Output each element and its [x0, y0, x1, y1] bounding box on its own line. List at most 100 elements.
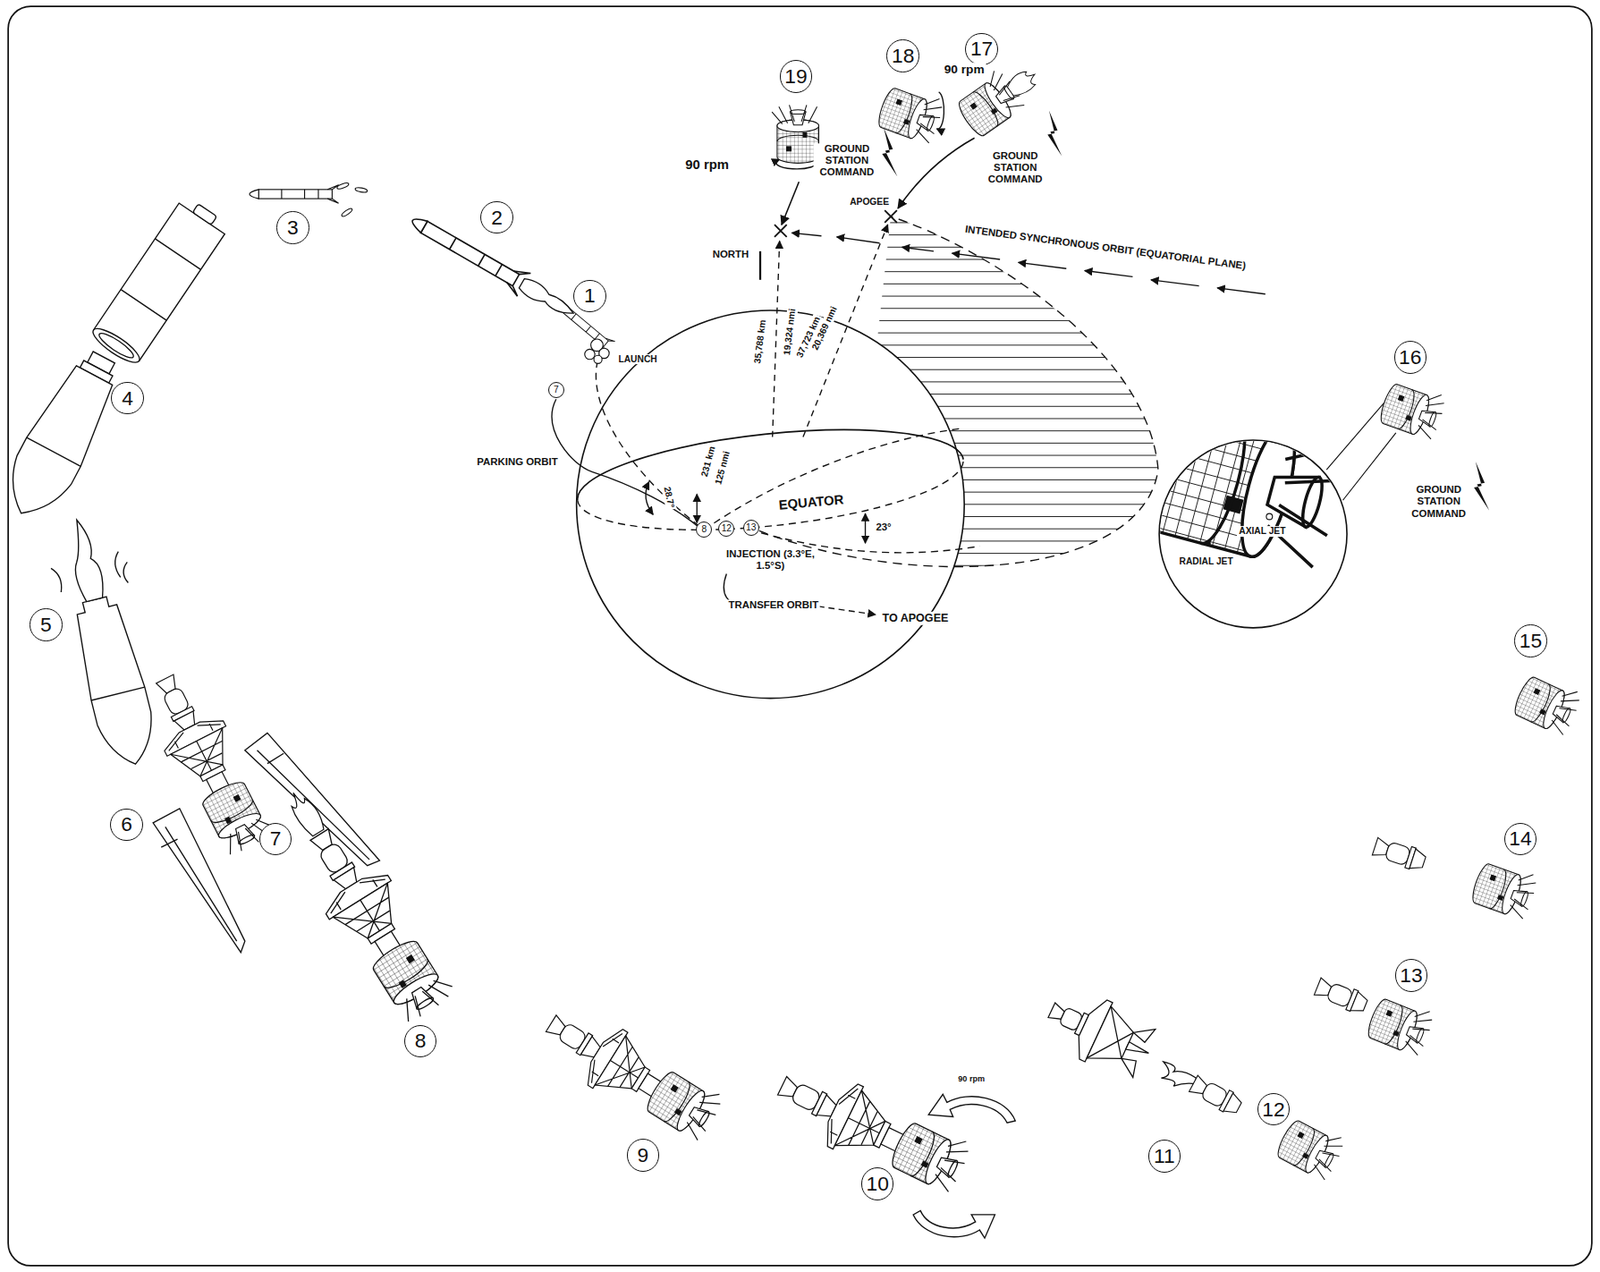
- callout-number: 13: [1399, 965, 1423, 986]
- callout-number: 17: [970, 38, 993, 60]
- annotation-label: INTENDED SYNCHRONOUS ORBIT (EQUATORIAL P…: [962, 223, 1248, 273]
- fairing-halves: [245, 732, 381, 865]
- ground-command-bolt: [1473, 461, 1490, 511]
- spacecraft-stack: [262, 773, 460, 1031]
- spacecraft-in-orbit: [1004, 66, 1041, 100]
- booster-separation: [249, 185, 339, 204]
- annotation-label: NORTH: [711, 249, 752, 262]
- annotation-label: AXIAL JET: [1236, 526, 1287, 538]
- fairing-halves: [160, 826, 237, 941]
- booster-separation: [355, 186, 368, 194]
- upper-stage-firing: [91, 686, 145, 701]
- callout-number: 7: [270, 828, 282, 849]
- ground-command-bolt: [881, 110, 1490, 510]
- apogee-motor-separation: [1274, 1113, 1348, 1183]
- globe-lines: [759, 251, 762, 280]
- adapter-release: [1116, 1021, 1160, 1079]
- callout-number: 10: [866, 1173, 889, 1194]
- stage-separation: [0, 361, 122, 528]
- callout-number: 11: [1153, 1145, 1176, 1167]
- globe-lines: [1151, 279, 1200, 287]
- annotation-label: 28.7°: [661, 483, 678, 511]
- stage-separation: [0, 342, 131, 527]
- callout-number: 16: [1398, 347, 1422, 368]
- spin-arrows: [936, 92, 944, 129]
- apogee-motor-separation: [1188, 1073, 1245, 1118]
- jet-detail-magnifier: [1132, 375, 1357, 575]
- callout-number: 7: [553, 385, 559, 395]
- globe-lines: [1217, 287, 1266, 295]
- jet-detail-magnifier: [1266, 513, 1273, 520]
- annotation-label: RADIAL JET: [1177, 556, 1236, 568]
- callout-number: 1: [584, 285, 596, 306]
- callout-number: 8: [414, 1030, 427, 1051]
- callout-circle: 18: [886, 39, 920, 73]
- annotation-label: 90 rpm: [956, 1074, 987, 1084]
- callout-circle: 16: [1394, 340, 1428, 374]
- annotation-label: TO APOGEE: [880, 611, 950, 625]
- spacecraft-stack: [767, 1054, 976, 1204]
- callout-circle: 19: [779, 59, 813, 94]
- globe-lines: [781, 181, 799, 225]
- annotation-label: 23°: [873, 521, 893, 534]
- apogee-motor-separation: [1511, 669, 1584, 737]
- callout-number: 13: [745, 523, 756, 533]
- callout-number: 8: [701, 524, 707, 534]
- globe-lines: [703, 428, 959, 530]
- annotation-label: PARKING ORBIT: [474, 456, 559, 468]
- upper-stage-firing: [67, 592, 163, 771]
- callout-number: 9: [636, 1144, 649, 1166]
- callout-circle: 2: [480, 201, 514, 235]
- spacecraft-stack: [135, 663, 280, 862]
- callout-number: 18: [891, 45, 915, 67]
- callout-circle: 8: [404, 1024, 438, 1059]
- jet-detail-magnifier: [1326, 403, 1397, 500]
- annotation-label: INJECTION (3.3°E, 1.5°S): [722, 548, 819, 572]
- jet-detail-magnifier: [1132, 375, 1357, 575]
- globe-lines: [551, 398, 703, 530]
- callout-circle: 7: [548, 381, 565, 398]
- globe-lines: [645, 482, 653, 516]
- annotation-label: LAUNCH: [616, 354, 659, 365]
- booster-separation: [336, 181, 349, 190]
- globe-lines: [897, 137, 975, 209]
- stage-separation: [93, 203, 226, 361]
- adapter-release: [1037, 980, 1161, 1084]
- callout-number: 19: [784, 66, 807, 87]
- jet-detail-magnifier: [1205, 540, 1211, 546]
- booster-separation: [340, 207, 354, 219]
- globe-lines: [1018, 262, 1067, 269]
- ground-command-bolt: [881, 127, 898, 178]
- spin-arrows: [776, 92, 1016, 1238]
- callout-circle: 14: [1504, 822, 1538, 856]
- globe-lines: [551, 137, 1266, 615]
- callout-circle: 15: [1514, 624, 1548, 658]
- apogee-motor-separation: [1469, 856, 1541, 921]
- globe-lines: [818, 606, 876, 615]
- booster-separation: [249, 181, 368, 218]
- annotation-label: EQUATOR: [776, 492, 847, 515]
- launch-rocket: [593, 355, 602, 364]
- launch-rocket: [584, 348, 595, 359]
- globe-lines: [791, 232, 822, 236]
- upper-stage-firing: [50, 550, 133, 601]
- callout-circle: 12: [718, 520, 735, 537]
- callout-number: 12: [721, 524, 732, 534]
- globe-lines: [774, 210, 898, 238]
- stage-separation: [120, 238, 201, 321]
- globe-lines: [1084, 270, 1134, 278]
- annotation-label: APOGEE: [847, 196, 891, 208]
- stage-separation: [192, 203, 217, 225]
- annotation-label: 35,788 km: [752, 317, 769, 366]
- callout-circle: 9: [626, 1138, 661, 1172]
- spacecraft-in-orbit: [771, 104, 819, 163]
- globe-lines: [759, 216, 1159, 567]
- callout-circle: 1: [573, 279, 607, 314]
- globe-lines: [864, 513, 866, 543]
- callout-number: 12: [1261, 1099, 1285, 1120]
- stage-separation: [26, 437, 81, 466]
- spin-arrows: [913, 1210, 995, 1238]
- jet-detail-magnifier: [1132, 375, 1397, 628]
